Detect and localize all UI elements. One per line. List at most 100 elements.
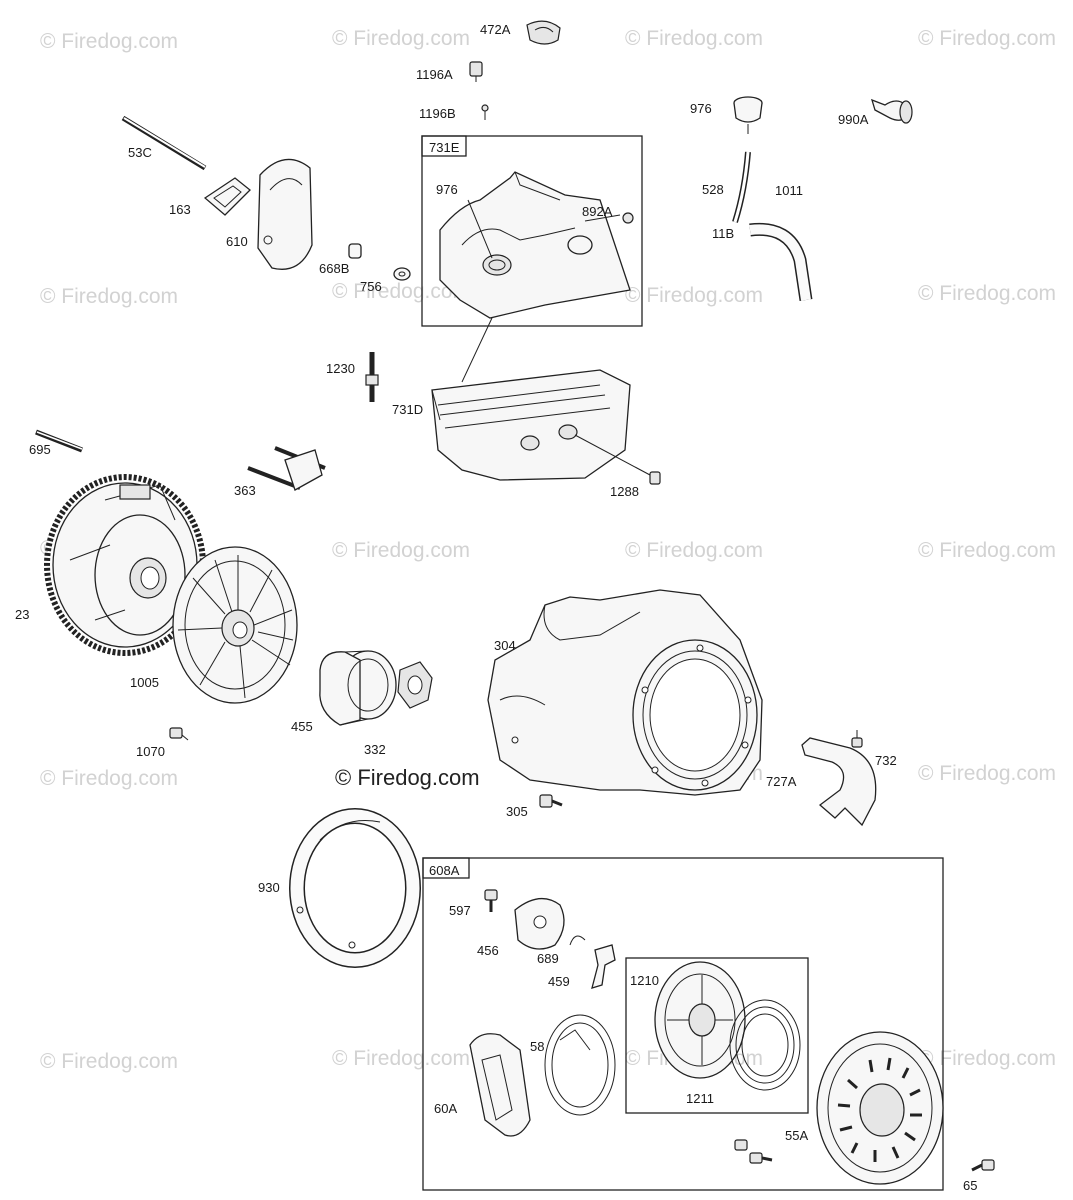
watermark: © Firedog.com: [918, 1047, 1056, 1070]
part-990A-icon: [870, 98, 913, 124]
watermark: © Firedog.com: [918, 27, 1056, 50]
watermark: © Firedog.com: [918, 539, 1056, 562]
part-695-bolt-icon: [35, 429, 83, 453]
part-456-pawl-icon: [514, 898, 565, 950]
part-732-bolt-icon: [851, 730, 863, 748]
part-1210-pulley-icon: [654, 961, 746, 1079]
part-459-dog-icon: [591, 944, 616, 989]
watermark: © Firedog.com: [332, 280, 470, 303]
part-1230-stud-icon: [365, 352, 379, 402]
label-756: 756: [360, 279, 382, 294]
label-689: 689: [537, 951, 559, 966]
part-163-gasket-icon: [203, 177, 251, 216]
part-363-bracket-icon: [247, 446, 326, 491]
watermark: © Firedog.com: [918, 282, 1056, 305]
label-727A: 727A: [766, 774, 797, 789]
label-53C: 53C: [128, 145, 152, 160]
part-1288-icon: [649, 471, 661, 485]
label-990A: 990A: [838, 112, 869, 127]
part-labels: 472A 1196A 1196B 976 990A 53C 163 610 73…: [15, 22, 977, 1193]
part-60A-handle-icon: [469, 1033, 531, 1137]
label-1005: 1005: [130, 675, 159, 690]
watermark: © Firedog.com: [625, 539, 763, 562]
group-box-731E: [421, 135, 643, 327]
watermark-main: © Firedog.com: [335, 765, 480, 790]
label-608A: 608A: [429, 863, 460, 878]
watermark: © Firedog.com: [625, 27, 763, 50]
label-1011: 1011: [775, 183, 803, 198]
part-1196A-icon: [469, 61, 483, 82]
part-11B-hose-icon: [749, 222, 813, 301]
label-65: 65: [963, 1178, 977, 1193]
watermark: © Firedog.com: [332, 27, 470, 50]
label-305: 305: [506, 804, 528, 819]
label-668B: 668B: [319, 261, 349, 276]
label-597: 597: [449, 903, 471, 918]
label-163: 163: [169, 202, 191, 217]
label-459: 459: [548, 974, 570, 989]
label-304: 304: [494, 638, 516, 653]
label-1230: 1230: [326, 361, 355, 376]
part-55A-housing-icon: [816, 1031, 944, 1185]
label-1196B: 1196B: [419, 106, 456, 121]
part-58-spring-icon: [544, 1014, 616, 1116]
part-668B-icon: [348, 243, 362, 259]
part-731E-shroud-icon: [439, 171, 631, 319]
part-976-cap-icon: [733, 96, 763, 134]
label-610: 610: [226, 234, 248, 249]
part-1196B-icon: [481, 104, 489, 120]
label-472A: 472A: [480, 22, 511, 37]
label-363: 363: [234, 483, 256, 498]
part-727A-bracket-icon: [801, 737, 877, 827]
part-597-icon: [484, 889, 498, 912]
part-528-tube-icon: [732, 151, 751, 223]
part-65-bolt-icon: [971, 1159, 995, 1172]
part-bolts-icon: [734, 1139, 773, 1164]
label-976-top: 976: [690, 101, 712, 116]
watermark: © Firedog.com: [918, 762, 1056, 785]
part-1005-fan-icon: [172, 546, 298, 704]
watermark: © Firedog.com: [40, 1050, 178, 1073]
part-23-flywheel-icon: [44, 474, 206, 656]
part-472A-icon: [526, 20, 561, 45]
label-55A: 55A: [785, 1128, 808, 1143]
label-456: 456: [477, 943, 499, 958]
label-58: 58: [530, 1039, 544, 1054]
watermark: © Firedog.com: [40, 285, 178, 308]
part-1070-bolt-icon: [169, 727, 189, 741]
part-305-bolt-icon: [539, 794, 563, 808]
part-689-clip-icon: [569, 935, 586, 946]
label-695: 695: [29, 442, 51, 457]
label-930: 930: [258, 880, 280, 895]
watermark: © Firedog.com: [40, 767, 178, 790]
group-label-box-608A: [422, 857, 470, 879]
part-455-cup-icon: [319, 650, 397, 726]
part-892A-icon: [622, 212, 634, 224]
label-731E: 731E: [429, 140, 460, 155]
label-528: 528: [702, 182, 724, 197]
part-304-blower-housing-icon: [487, 589, 763, 796]
label-1210: 1210: [630, 973, 659, 988]
label-1196A: 1196A: [416, 67, 453, 82]
part-53C-rod-icon: [121, 115, 207, 171]
label-60A: 60A: [434, 1101, 457, 1116]
label-1211: 1211: [686, 1091, 714, 1106]
label-332: 332: [364, 742, 386, 757]
group-label-box-731E: [421, 135, 467, 157]
part-756-washer-icon: [393, 267, 411, 281]
watermark: © Firedog.com: [40, 30, 178, 53]
label-976-inner: 976: [436, 182, 458, 197]
label-892A: 892A: [582, 204, 613, 219]
part-610-shield-icon: [257, 158, 313, 270]
watermark: © Firedog.com: [332, 1047, 470, 1070]
part-332-nut-icon: [397, 661, 433, 709]
label-11B: 11B: [712, 226, 734, 241]
label-1070: 1070: [136, 744, 165, 759]
part-1211-spring-icon: [729, 999, 801, 1091]
part-731D-shroud-icon: [431, 369, 651, 481]
watermark: © Firedog.com: [625, 284, 763, 307]
group-box-1210: [625, 957, 809, 1114]
group-box-608A: [422, 857, 944, 1191]
label-455: 455: [291, 719, 313, 734]
